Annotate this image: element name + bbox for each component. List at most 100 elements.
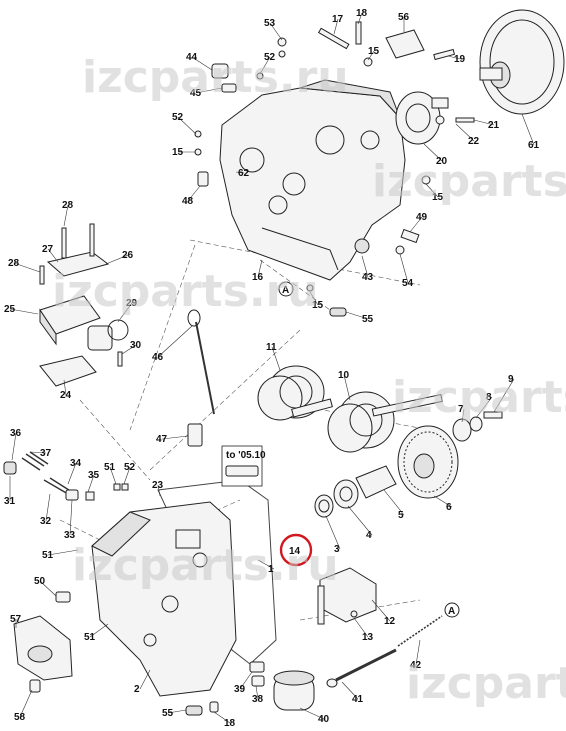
callout-20: 20 <box>436 156 448 167</box>
leader-line-50 <box>39 580 57 597</box>
callout-51: 51 <box>42 550 54 561</box>
leader-line-19 <box>447 55 461 60</box>
watermark-text: izcparts.ru <box>82 52 349 103</box>
leader-line-29 <box>117 302 133 323</box>
leader-line-2 <box>139 669 151 690</box>
reference-marker-text-2: A <box>448 606 455 617</box>
callout-labels: 1234567891011121314151515151617181819202… <box>4 8 540 729</box>
leader-line-51 <box>47 549 79 556</box>
callout-55: 55 <box>362 314 374 325</box>
callout-57: 57 <box>10 614 22 625</box>
callout-49: 49 <box>416 212 428 223</box>
callout-52: 52 <box>124 462 136 473</box>
leader-line-33 <box>69 499 73 536</box>
callout-10: 10 <box>338 370 350 381</box>
revision-note: to '05.10 <box>221 445 266 487</box>
leader-line-11 <box>271 346 281 371</box>
leader-line-58 <box>19 689 33 718</box>
callout-56: 56 <box>398 12 410 23</box>
callout-28: 28 <box>62 200 74 211</box>
callout-29: 29 <box>126 298 138 309</box>
callout-15: 15 <box>368 46 380 57</box>
leader-line-43 <box>361 255 369 278</box>
leader-line-44 <box>191 56 213 71</box>
callout-50: 50 <box>34 576 46 587</box>
callout-37: 37 <box>40 448 52 459</box>
callout-18: 18 <box>356 8 368 19</box>
callout-44: 44 <box>186 52 198 63</box>
leader-line-32 <box>45 493 51 522</box>
callout-28: 28 <box>8 258 20 269</box>
leader-line-6 <box>433 495 453 508</box>
callout-15: 15 <box>312 300 324 311</box>
leader-line-15 <box>367 50 375 61</box>
callout-38: 38 <box>252 694 264 705</box>
callout-52: 52 <box>172 112 184 123</box>
leader-line-13 <box>353 617 369 638</box>
leader-line-55 <box>345 311 369 320</box>
leader-line-47 <box>161 435 189 440</box>
leader-line-3 <box>325 515 341 550</box>
oil-filter <box>185 661 315 716</box>
callout-5: 5 <box>398 510 404 521</box>
callout-43: 43 <box>362 272 374 283</box>
leader-line-38 <box>255 685 259 700</box>
callout-15: 15 <box>432 192 444 203</box>
callout-27: 27 <box>42 244 54 255</box>
callout-46: 46 <box>152 352 164 363</box>
callout-1: 1 <box>268 564 274 575</box>
leader-line-17 <box>333 18 339 35</box>
mount-bracket <box>13 591 73 693</box>
callout-31: 31 <box>4 496 16 507</box>
callout-30: 30 <box>130 340 142 351</box>
callout-15: 15 <box>172 147 184 158</box>
leader-line-37 <box>29 451 47 454</box>
leader-line-42 <box>415 639 421 666</box>
callout-40: 40 <box>318 714 330 725</box>
leader-line-34 <box>67 462 77 485</box>
callout-41: 41 <box>352 694 364 705</box>
callout-17: 17 <box>332 14 344 25</box>
leader-line-28 <box>13 262 41 273</box>
leader-line-5 <box>383 489 405 516</box>
watermark-text: izcparts.ru <box>392 372 566 423</box>
callout-4: 4 <box>366 530 372 541</box>
callout-32: 32 <box>40 516 52 527</box>
callout-16: 16 <box>252 272 264 283</box>
watermark-text: izcparts.ru <box>72 540 339 591</box>
callout-62: 62 <box>238 168 250 179</box>
callout-61: 61 <box>528 140 540 151</box>
lower-transmission-housing <box>91 479 277 697</box>
leader-line-26 <box>105 254 129 265</box>
leader-line-23 <box>157 484 161 497</box>
solenoid-bracket <box>317 567 377 625</box>
leader-line-39 <box>239 671 253 690</box>
leader-line-54 <box>399 253 409 284</box>
callout-52: 52 <box>264 52 276 63</box>
callout-23: 23 <box>152 480 164 491</box>
leader-line-8 <box>475 396 493 419</box>
leader-line-18 <box>213 711 231 724</box>
leader-line-18 <box>357 12 363 25</box>
callout-6: 6 <box>446 502 452 513</box>
callout-51: 51 <box>84 632 96 643</box>
revision-note-text: to '05.10 <box>226 450 266 461</box>
callout-54: 54 <box>402 278 414 289</box>
callout-35: 35 <box>88 470 100 481</box>
callout-19: 19 <box>454 54 466 65</box>
callout-53: 53 <box>264 18 276 29</box>
callout-26: 26 <box>122 250 134 261</box>
leader-line-20 <box>423 143 443 162</box>
leader-line-16 <box>257 259 263 278</box>
watermark-text: izcparts.ru <box>406 658 566 709</box>
leader-line-62 <box>235 171 245 174</box>
callout-55: 55 <box>162 708 174 719</box>
torque-converter <box>479 9 565 115</box>
callout-7: 7 <box>458 404 464 415</box>
callout-13: 13 <box>362 632 374 643</box>
callout-42: 42 <box>410 660 422 671</box>
leader-line-40 <box>299 707 325 720</box>
callout-9: 9 <box>508 374 514 385</box>
small-hardware-top <box>194 21 475 317</box>
leader-line-15 <box>309 291 319 306</box>
